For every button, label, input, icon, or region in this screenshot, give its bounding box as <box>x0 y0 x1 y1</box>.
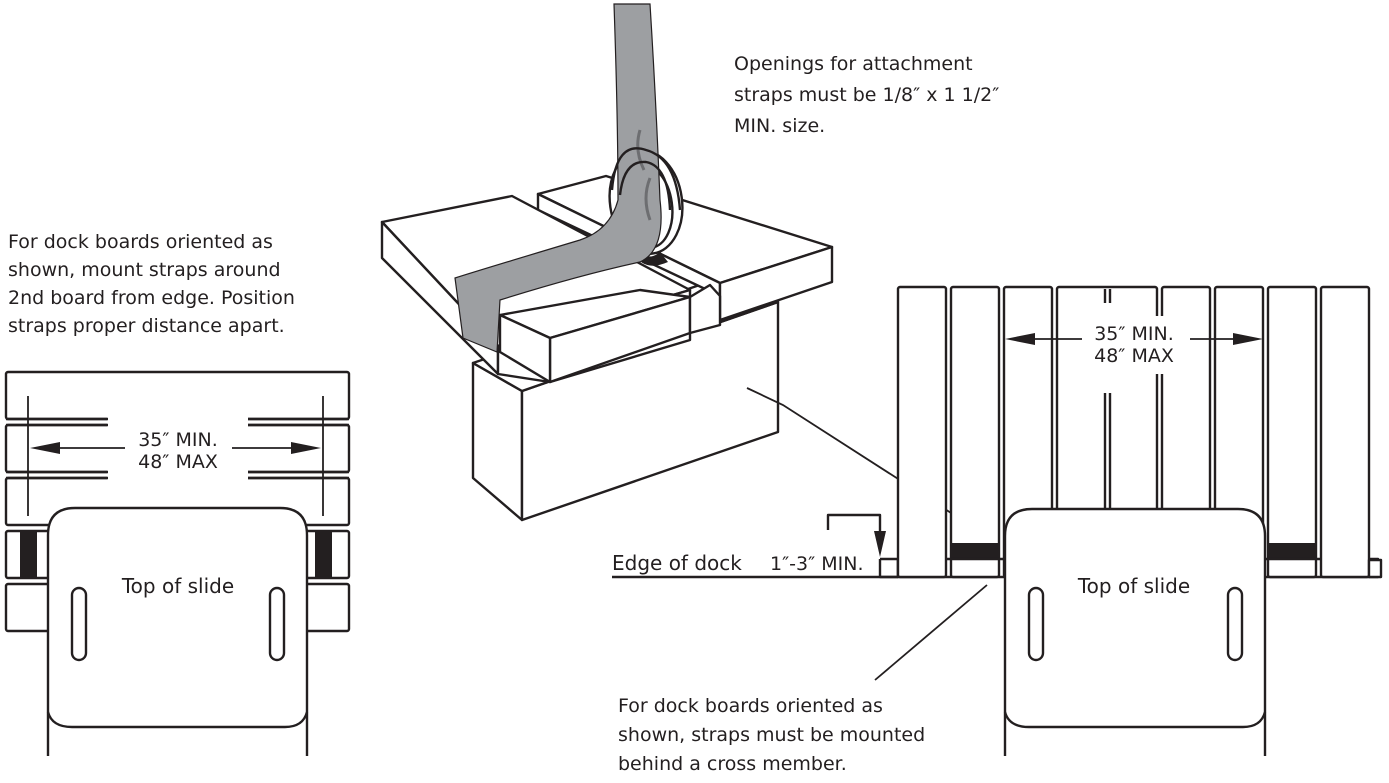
right-view: Edge of dock 1″-3″ MIN. <box>612 285 1383 756</box>
dimension-max: 48″ MAX <box>1094 345 1174 367</box>
slide-bottom-edge <box>1003 711 1267 729</box>
slot-left <box>70 586 88 662</box>
dock-board <box>896 285 948 579</box>
left-note-line: 2nd board from edge. Position <box>8 287 295 309</box>
leader-line <box>874 584 988 681</box>
slot-left <box>1027 586 1045 662</box>
slide-body <box>1003 507 1267 756</box>
left-note-line: For dock boards oriented as <box>8 231 273 253</box>
top-note-line: MIN. size. <box>734 115 825 137</box>
slot-right <box>268 586 286 662</box>
dock-board <box>1266 285 1318 579</box>
bottom-note-line: behind a cross member. <box>618 753 847 775</box>
slide-label: Top of slide <box>121 574 234 598</box>
slot-right <box>1226 586 1244 662</box>
bottom-note: For dock boards oriented as shown, strap… <box>618 695 925 775</box>
offset-bracket <box>826 513 882 548</box>
top-note-line: straps must be 1/8″ x 1 1/2″ <box>734 84 999 106</box>
slide-body <box>46 506 309 756</box>
left-view: 35″ MIN. 48″ MAX Top of slide <box>4 370 351 756</box>
offset-label: 1″-3″ MIN. <box>770 553 864 575</box>
strap-right <box>315 531 332 578</box>
top-note-line: Openings for attachment <box>734 53 973 75</box>
slide-bottom-edge <box>46 711 309 729</box>
bottom-note-line: For dock boards oriented as <box>618 695 883 717</box>
top-note: Openings for attachment straps must be 1… <box>734 53 999 137</box>
arrow-right-icon <box>291 442 321 454</box>
left-note-line: straps proper distance apart. <box>8 315 285 337</box>
slide-label: Top of slide <box>1077 574 1190 598</box>
dock-board <box>4 370 351 421</box>
dock-board <box>949 285 1001 579</box>
bottom-note-line: shown, straps must be mounted <box>618 724 925 746</box>
strap-left <box>951 543 999 558</box>
arrow-left-icon <box>30 442 60 454</box>
dimension-min: 35″ MIN. <box>1094 323 1174 345</box>
left-note: For dock boards oriented as shown, mount… <box>8 231 295 337</box>
center-3d-view <box>380 3 991 539</box>
dimension-min: 35″ MIN. <box>138 429 218 451</box>
strap-right <box>1268 543 1316 558</box>
strap-left <box>20 531 37 578</box>
dimension-max: 48″ MAX <box>138 451 218 473</box>
edge-of-dock-label: Edge of dock <box>612 551 742 575</box>
arrow-left-icon <box>1005 333 1035 345</box>
arrow-right-icon <box>1233 333 1263 345</box>
arrow-down-icon <box>874 531 886 557</box>
seam-gap <box>108 417 248 427</box>
left-note-line: shown, mount straps around <box>8 259 281 281</box>
dock-board <box>1319 285 1371 579</box>
